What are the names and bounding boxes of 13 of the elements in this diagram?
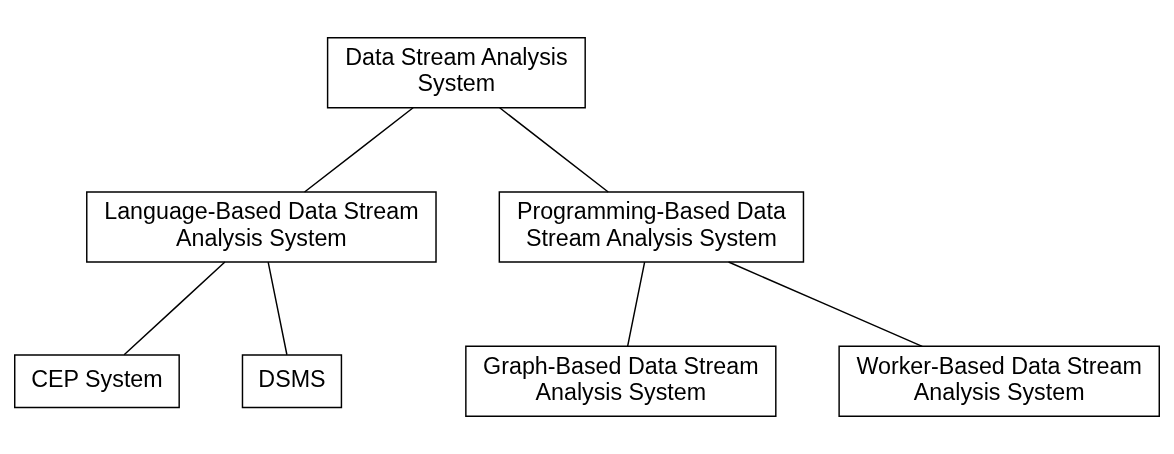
- node-box: CEP System: [14, 354, 180, 409]
- node-box: Programming-Based Data Stream Analysis System: [498, 191, 805, 263]
- connector: [498, 107, 609, 193]
- connector: [267, 261, 288, 356]
- node-box: DSMS: [241, 354, 343, 409]
- connector: [303, 107, 414, 193]
- node-box: Worker-Based Data Stream Analysis System: [838, 345, 1160, 417]
- node-box: Language-Based Data Stream Analysis System: [86, 191, 437, 263]
- connector: [626, 261, 646, 348]
- node-box: Data Stream Analysis System: [326, 37, 586, 109]
- connector: [123, 261, 226, 356]
- node-box: Graph-Based Data Stream Analysis System: [465, 345, 777, 417]
- connector: [727, 261, 923, 348]
